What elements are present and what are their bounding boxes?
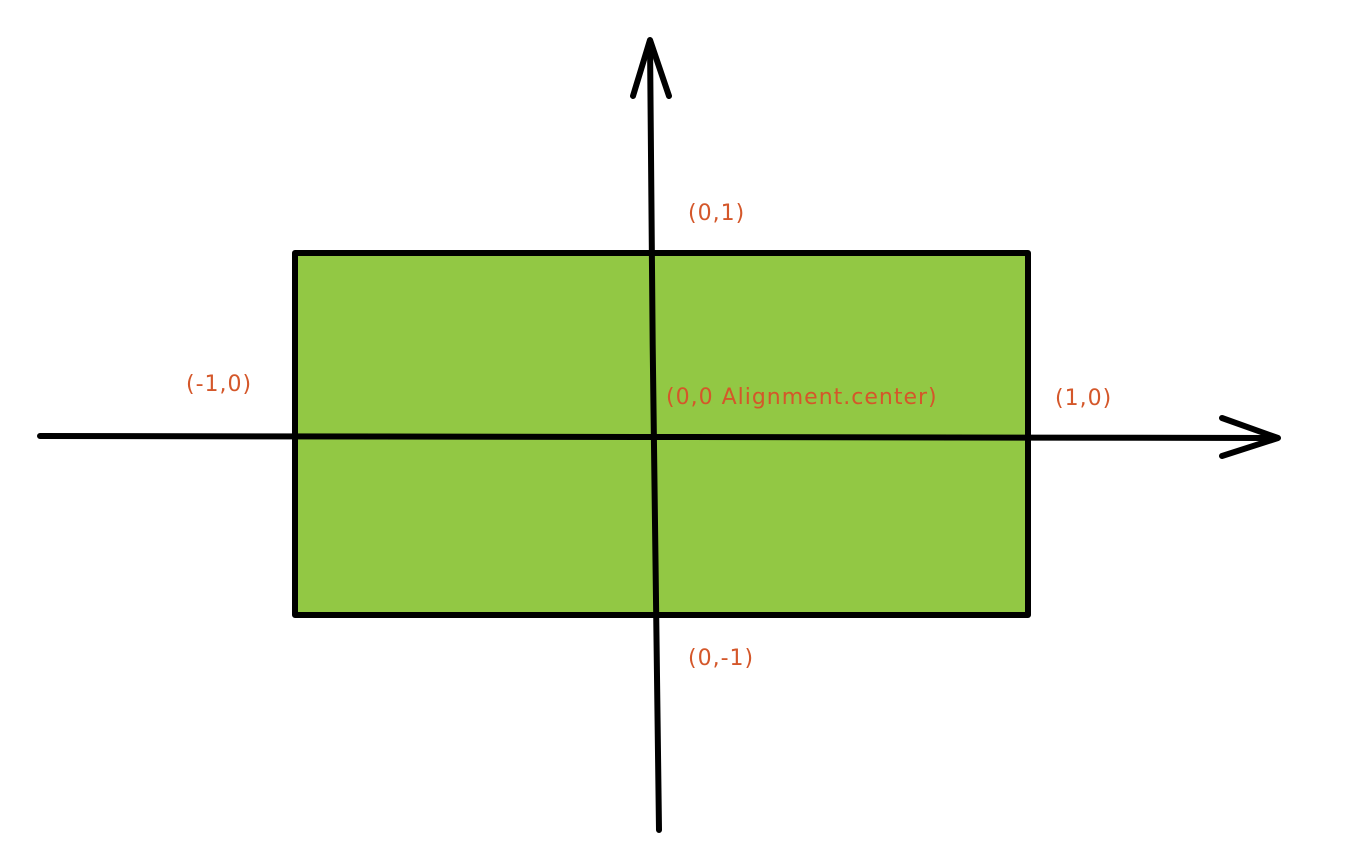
- y-axis-arrowhead: [630, 37, 672, 99]
- label-right-1-0: (1,0): [1055, 386, 1113, 411]
- label-bottom-0-neg1: (0,-1): [688, 646, 755, 671]
- label-center: (0,0 Alignment.center): [666, 385, 938, 410]
- label-left-neg1-0: (-1,0): [186, 372, 253, 397]
- label-top-0-1: (0,1): [688, 201, 746, 226]
- x-axis-arrowhead: [1219, 415, 1281, 459]
- y-axis-line: [647, 39, 662, 833]
- x-axis-line: [37, 433, 1279, 441]
